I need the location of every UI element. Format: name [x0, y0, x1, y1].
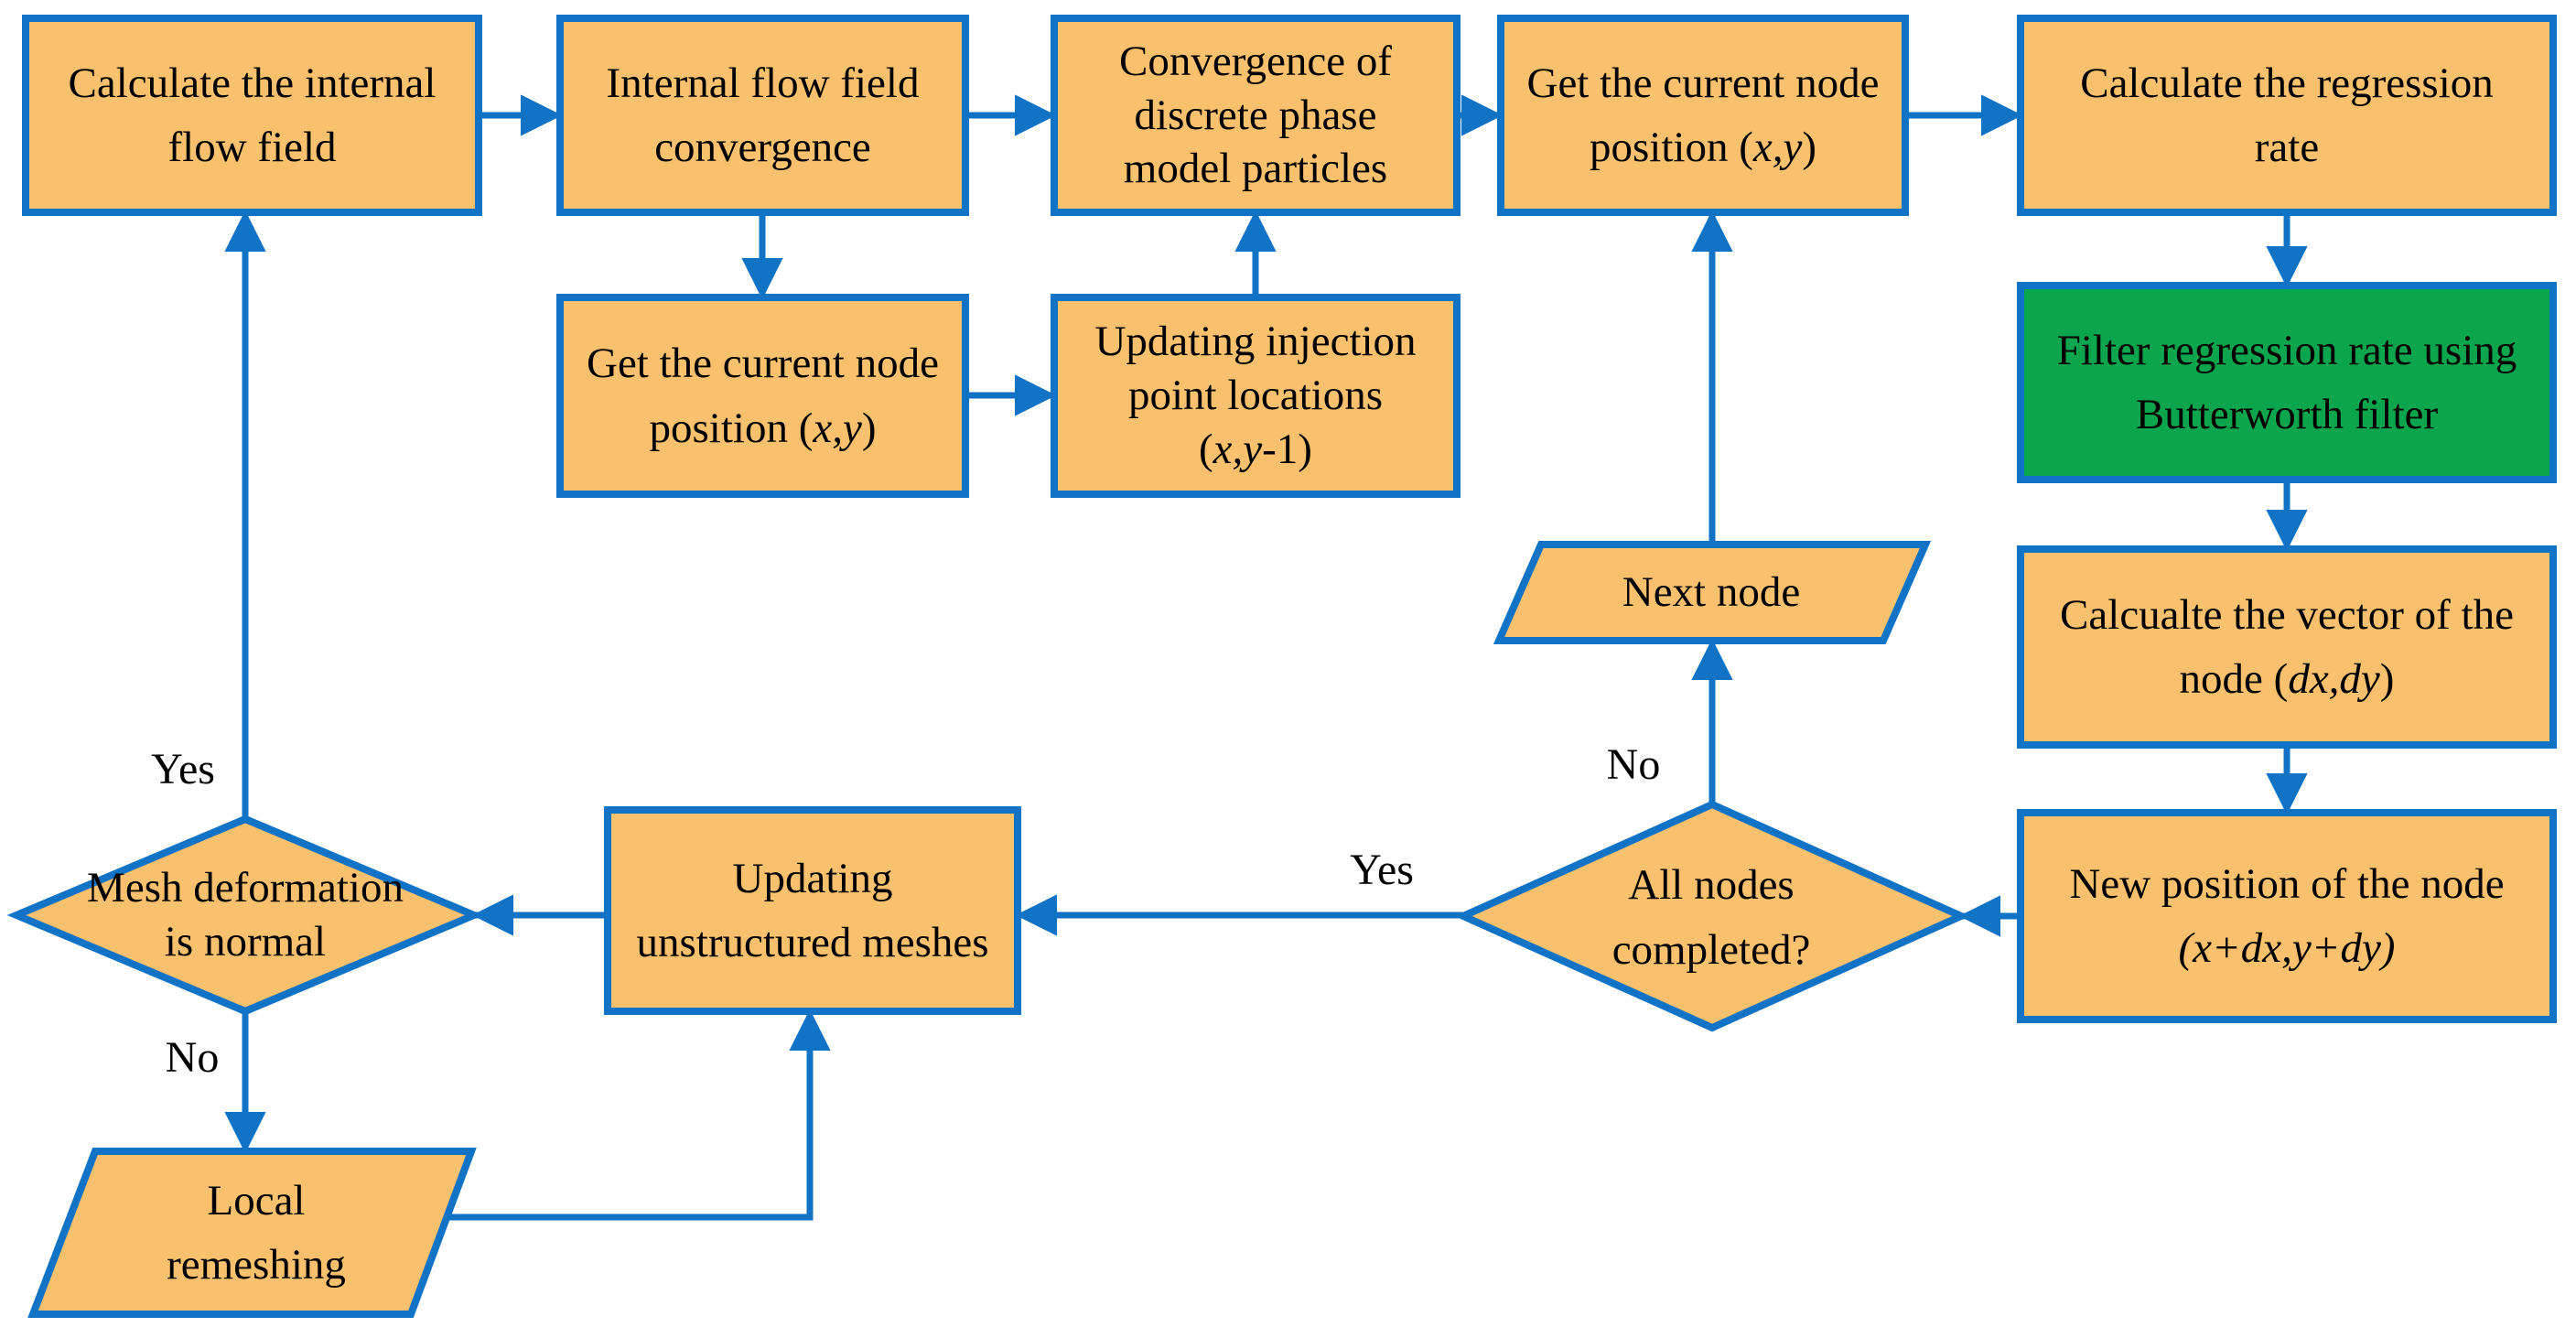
- node-text-line: node (dx,dy): [2179, 655, 2395, 703]
- node-text-line: All nodes: [1628, 861, 1795, 909]
- node-text-line: unstructured meshes: [636, 919, 989, 966]
- node-vector-of-node: Calcualte the vector of the node (dx,dy): [2021, 549, 2553, 745]
- node-text-line: Internal flow field: [606, 59, 920, 107]
- node-local-remeshing: Local remeshing: [73, 1155, 439, 1311]
- node-text-line: Next node: [1622, 568, 1801, 617]
- node-updating-injection: Updating injection point locations (x,y-…: [1054, 297, 1457, 494]
- node-text-line: position (x,y): [649, 404, 877, 452]
- node-text-line: Local: [207, 1176, 306, 1225]
- branch-label-yes-allnodes: Yes: [1350, 845, 1414, 894]
- node-text-line: Updating: [732, 854, 893, 902]
- node-text-line: Get the current node: [1526, 59, 1880, 107]
- diamond-all-nodes: [1454, 800, 1970, 1032]
- node-get-node-top: Get the current node position (x,y): [1501, 18, 1905, 212]
- node-text-line: point locations: [1127, 372, 1384, 420]
- branch-label-no-allnodes: No: [1606, 739, 1661, 789]
- node-text-line: convergence: [654, 124, 871, 171]
- node-text-line: position (x,y): [1589, 124, 1816, 171]
- node-next-node: Next node: [1519, 545, 1903, 641]
- node-calc-internal-flow: Calculate the internal flow field: [26, 18, 479, 212]
- node-text-line: remeshing: [167, 1241, 346, 1289]
- node-new-position: New position of the node (x+dx,y+dy): [2021, 813, 2553, 1020]
- node-text-line: model particles: [1123, 145, 1388, 193]
- connector-remeshing-to-updating: [447, 1009, 831, 1221]
- node-text-line: Filter regression rate using: [2056, 326, 2517, 374]
- node-mesh-deformation-diamond: Mesh deformation is normal: [37, 837, 454, 993]
- node-text-line: Calcualte the vector of the: [2060, 590, 2514, 639]
- node-text-line: Calculate the regression: [2080, 59, 2494, 107]
- node-text-line: (x+dx,y+dy): [2178, 924, 2396, 972]
- box-internal-convergence: [556, 15, 969, 216]
- node-internal-convergence: Internal flow field convergence: [560, 18, 965, 212]
- branch-label-yes-mesh: Yes: [151, 744, 215, 793]
- node-get-node-mid: Get the current node position (x,y): [560, 297, 965, 494]
- parallelogram-next-node: [1493, 541, 1932, 644]
- node-text-line: is normal: [164, 918, 327, 966]
- node-text-line: Get the current node: [587, 340, 939, 387]
- box-calc-internal-flow: [22, 15, 482, 216]
- node-butterworth-filter: Filter regression rate using Butterworth…: [2021, 286, 2553, 480]
- node-text-line: completed?: [1611, 925, 1811, 974]
- box-updating-meshes: [604, 806, 1021, 1015]
- node-all-nodes-diamond: All nodes completed?: [1501, 828, 1922, 1007]
- branch-label-no-mesh: No: [165, 1032, 220, 1082]
- node-dpm-convergence: Convergence of discrete phase model part…: [1054, 18, 1457, 212]
- node-text-line: Butterworth filter: [2135, 391, 2439, 438]
- node-text-line: discrete phase: [1134, 91, 1377, 139]
- parallelogram-local-remeshing: [27, 1148, 477, 1318]
- box-updating-injection: [1051, 294, 1460, 498]
- node-text-line: New position of the node: [2069, 859, 2505, 908]
- node-calc-regression: Calculate the regression rate: [2021, 18, 2553, 212]
- box-get-node-mid: [556, 294, 969, 498]
- node-updating-meshes: Updating unstructured meshes: [608, 810, 1018, 1011]
- node-text-line: (x,y-1): [1199, 425, 1312, 473]
- node-text-line: rate: [2254, 124, 2320, 171]
- node-text-line: Convergence of: [1119, 37, 1392, 85]
- box-new-position: [2017, 809, 2557, 1023]
- node-text-line: Updating injection: [1094, 318, 1417, 366]
- node-text-line: Mesh deformation: [87, 864, 404, 912]
- node-text-line: flow field: [167, 124, 337, 171]
- box-butterworth-filter: [2017, 282, 2557, 483]
- node-text-line: Calculate the internal: [68, 59, 437, 107]
